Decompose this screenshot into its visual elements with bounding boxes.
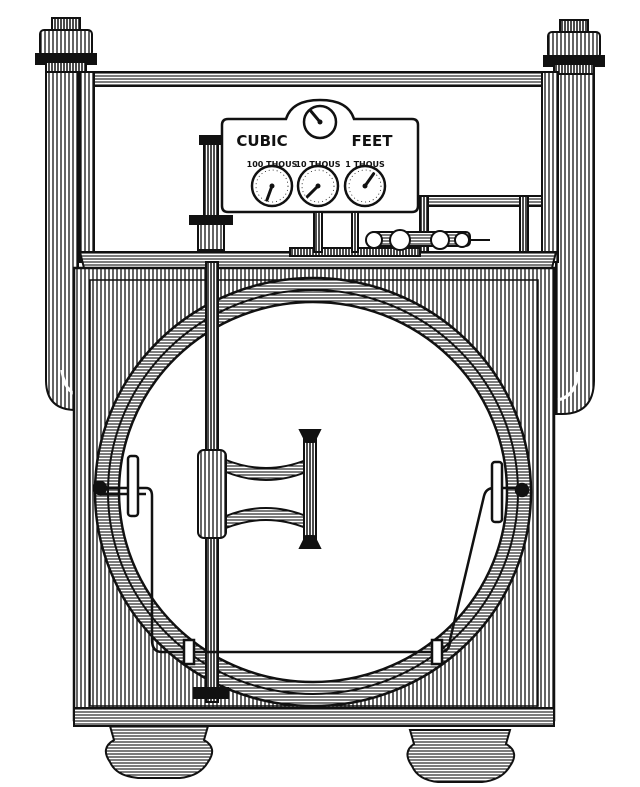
top-dial	[302, 104, 338, 140]
dial-plate: CUBIC FEET 100 THOUS 10 THOUS 1 THOUS	[220, 98, 420, 214]
dial-1-thous: 1 THOUS	[343, 160, 387, 208]
right-foot	[406, 729, 516, 783]
lever-arms	[92, 454, 530, 666]
cubic-label: CUBIC	[236, 132, 287, 150]
dial-100-thous: 100 THOUS	[247, 160, 298, 208]
right-pipe	[555, 73, 595, 415]
vertical-rod	[189, 135, 233, 703]
center-spindle	[225, 429, 322, 549]
dial-posts	[313, 211, 359, 253]
dial-label: 1 THOUS	[345, 160, 385, 169]
gear-mechanism	[365, 195, 543, 253]
top-frame	[79, 71, 559, 263]
base	[73, 707, 555, 727]
left-foot	[104, 725, 214, 779]
dial-label: 10 THOUS	[295, 160, 340, 169]
left-nozzle	[35, 17, 97, 73]
dial-10-thous: 10 THOUS	[295, 160, 341, 208]
dial-label: 100 THOUS	[247, 160, 298, 169]
feet-label: FEET	[352, 132, 394, 150]
right-nozzle	[543, 19, 605, 75]
